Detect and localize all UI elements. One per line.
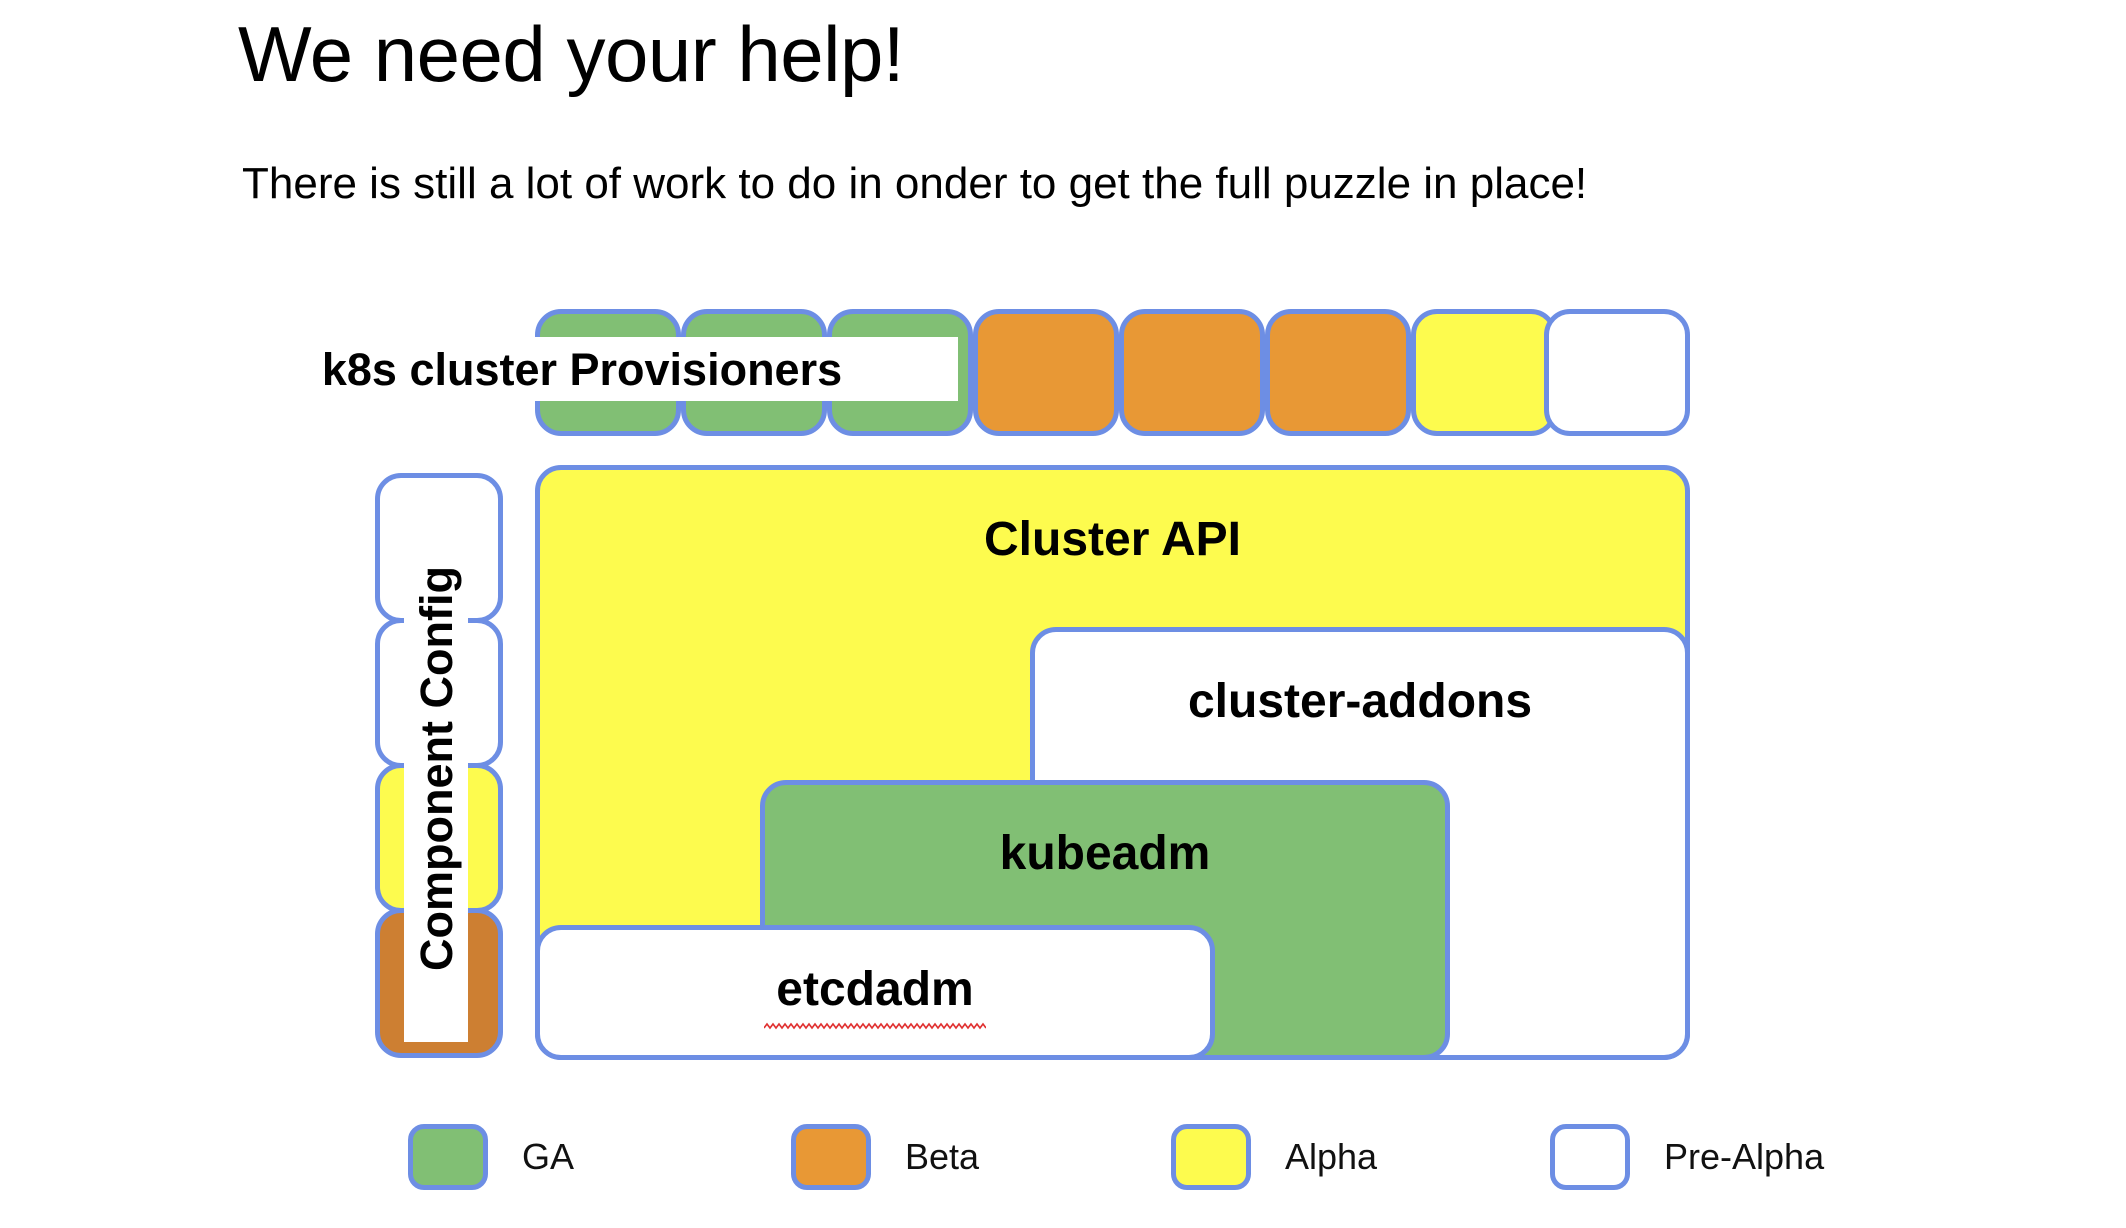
spellcheck-squiggle-icon [764, 1022, 986, 1030]
page-title: We need your help! [238, 10, 905, 98]
legend-label-ga: GA [522, 1136, 575, 1177]
legend-label-alpha: Alpha [1285, 1136, 1378, 1177]
k8s-cluster-provisioners-label: k8s cluster Provisioners [321, 343, 843, 395]
component-config-label-banner: Component Config [404, 494, 468, 1042]
k8s-cluster-provisioners-label-banner: k8s cluster Provisioners [206, 337, 958, 401]
etcdadm-box: etcdadm [535, 925, 1215, 1060]
legend-swatch-alpha [1171, 1124, 1251, 1190]
provisioner-cell [1265, 309, 1411, 436]
etcdadm-label: etcdadm [776, 963, 974, 1016]
legend-swatch-ga [408, 1124, 488, 1190]
legend-label-pre-alpha: Pre-Alpha [1664, 1136, 1825, 1177]
page-subtitle: There is still a lot of work to do in on… [242, 159, 1588, 208]
component-config-label: Component Config [410, 565, 462, 971]
cluster-api-label: Cluster API [984, 513, 1241, 566]
provisioner-cell [1119, 309, 1265, 436]
provisioner-cell [1544, 309, 1690, 436]
cluster-addons-label: cluster-addons [1187, 675, 1533, 728]
provisioner-cell [973, 309, 1119, 436]
legend-item-alpha: Alpha [1171, 1124, 1377, 1190]
provisioner-cell [1411, 309, 1557, 436]
legend-label-beta: Beta [905, 1136, 980, 1177]
legend-item-beta: Beta [791, 1124, 979, 1190]
kubeadm-label: kubeadm [999, 827, 1211, 880]
legend-swatch-pre-alpha [1550, 1124, 1630, 1190]
legend-swatch-beta [791, 1124, 871, 1190]
legend-item-pre-alpha: Pre-Alpha [1550, 1124, 1824, 1190]
legend-item-ga: GA [408, 1124, 574, 1190]
